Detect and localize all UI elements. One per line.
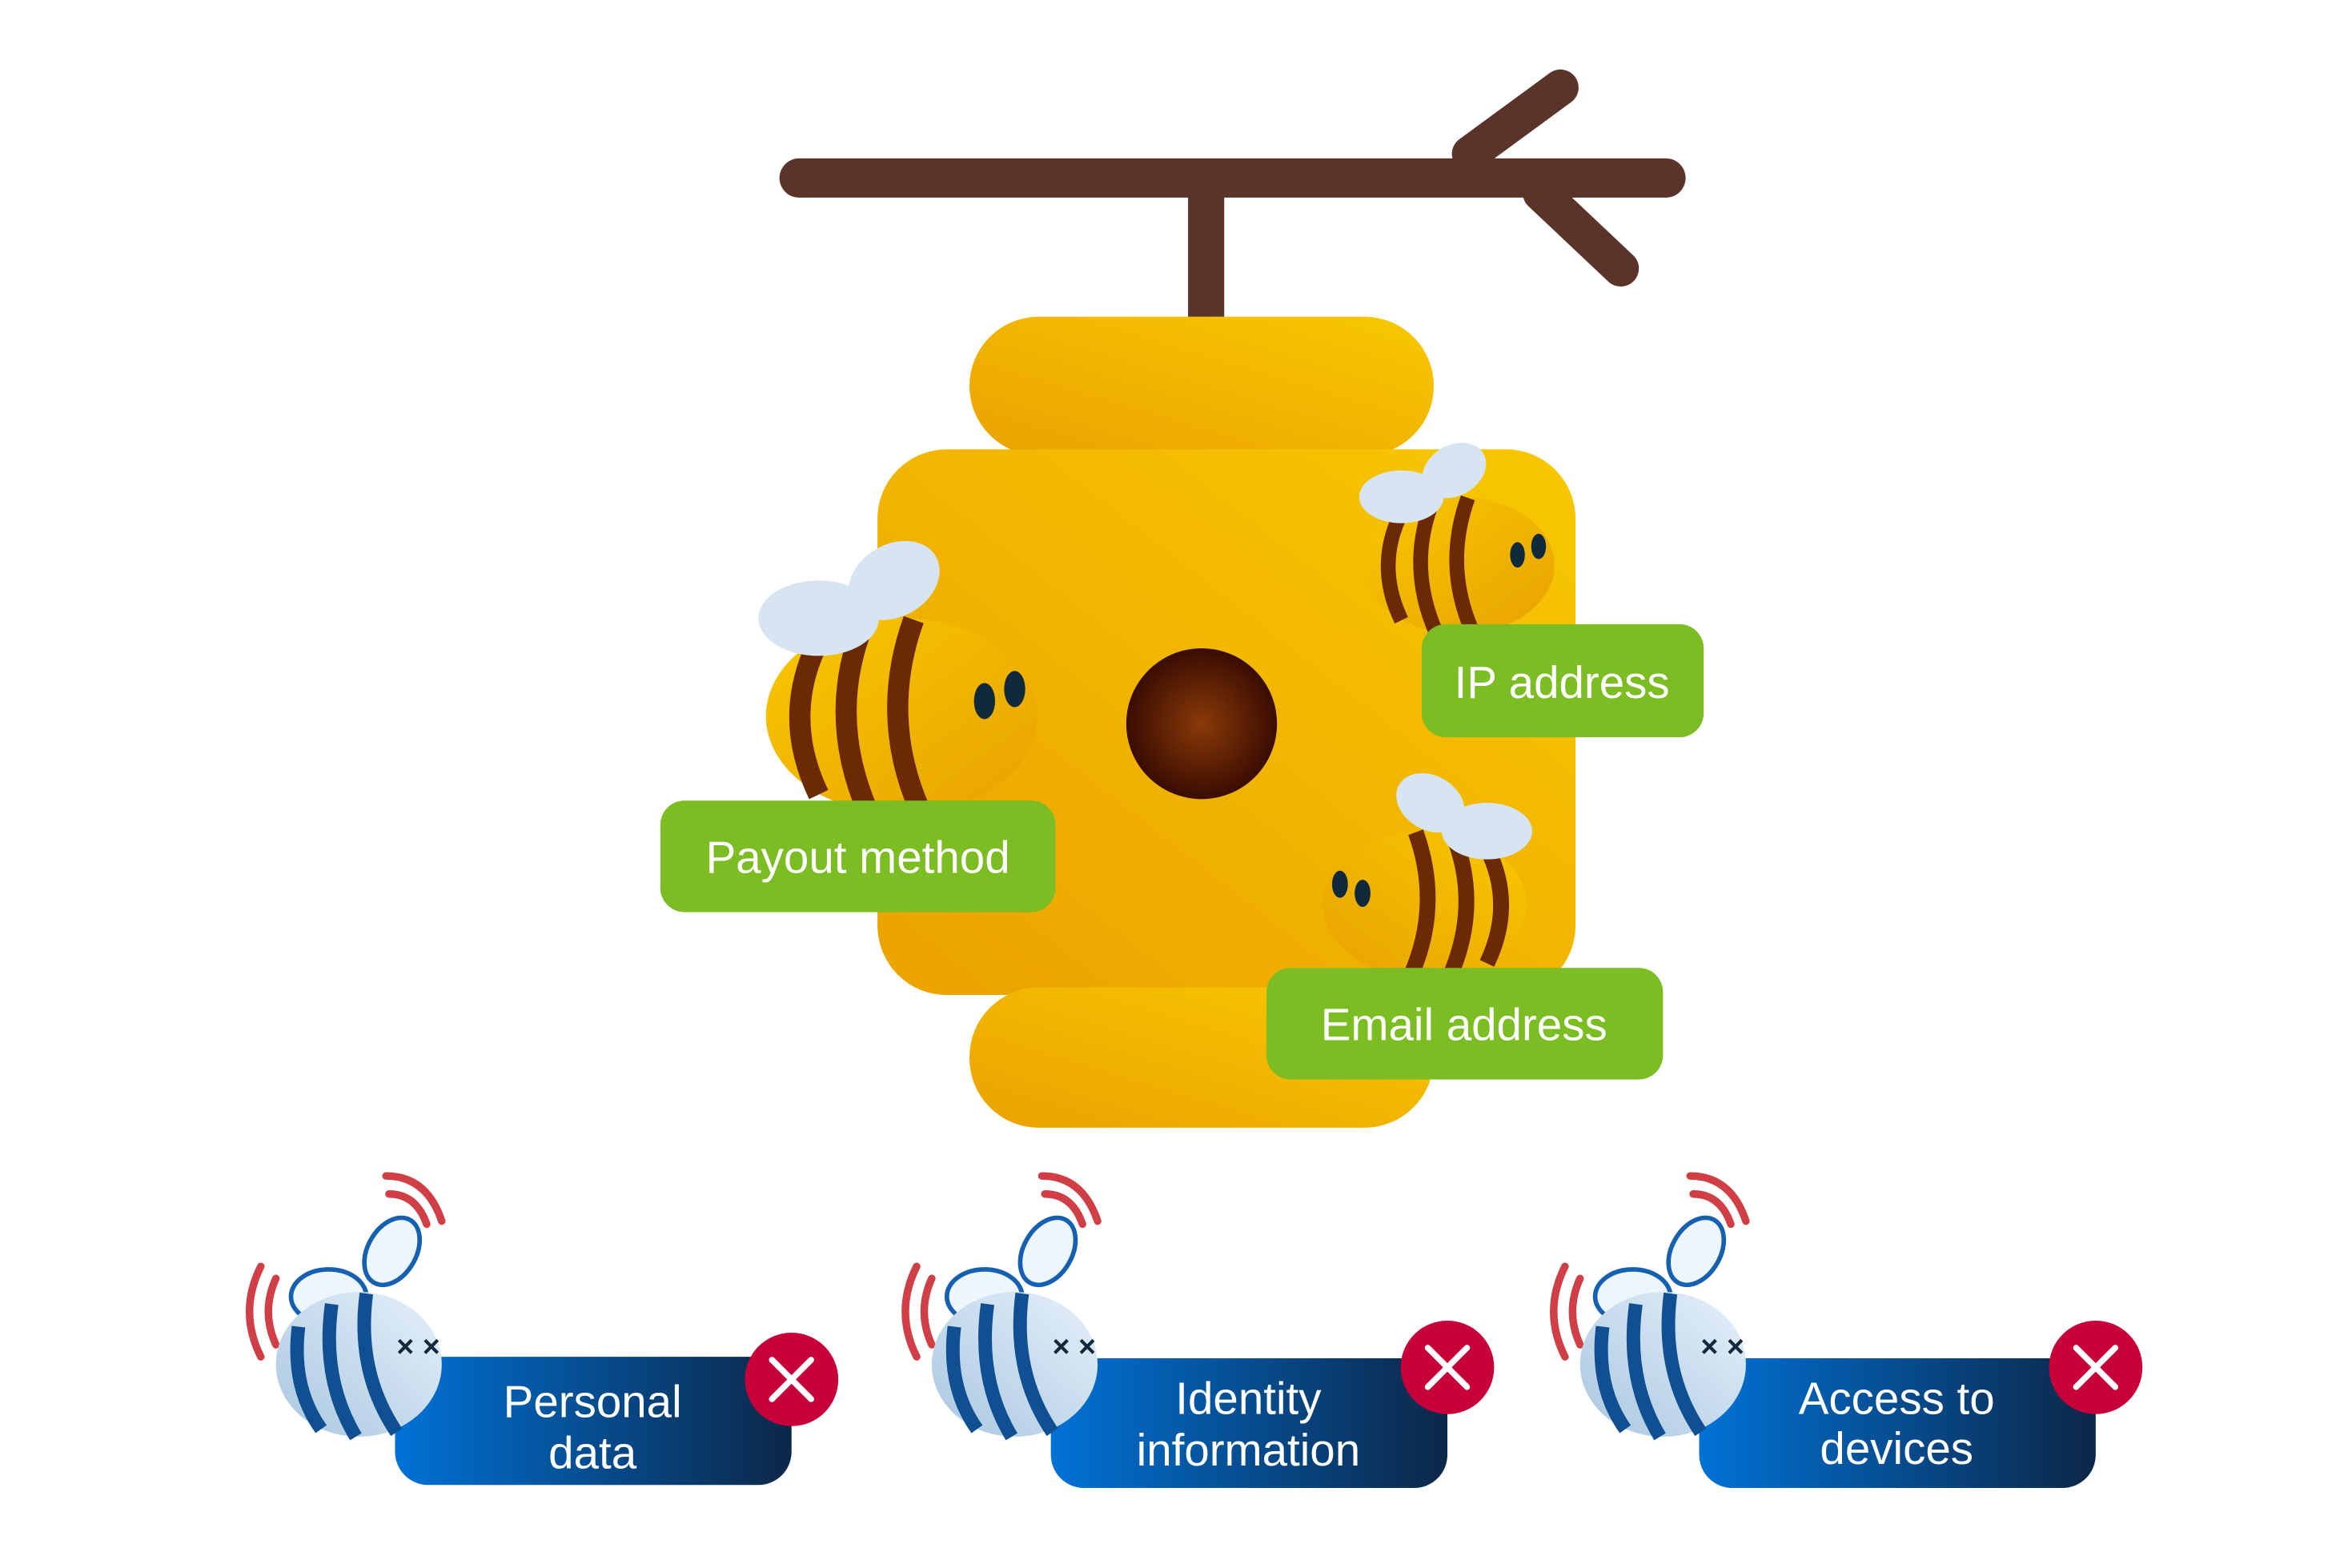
rejected-access-to-devices: Access to devices (1554, 1176, 2143, 1489)
label-text: Email address (1321, 1000, 1607, 1050)
close-icon (745, 1333, 839, 1426)
label-text: data (548, 1428, 637, 1478)
close-icon (1400, 1320, 1495, 1414)
branch (779, 69, 1686, 325)
label-text: IP address (1455, 657, 1670, 708)
label-text: Personal (504, 1377, 682, 1427)
label-text: Identity (1175, 1374, 1322, 1424)
label-email-address: Email address (1266, 968, 1664, 1080)
label-text: information (1137, 1425, 1360, 1475)
label-text: Access to (1799, 1374, 1995, 1424)
label-text: Payout method (706, 832, 1010, 883)
hive-entrance (1126, 648, 1278, 800)
rejected-personal-data: Personal data (250, 1176, 839, 1486)
rejected-identity-information: Identity information (905, 1176, 1495, 1489)
close-icon (2049, 1320, 2143, 1414)
label-payout-method: Payout method (660, 800, 1056, 912)
label-ip-address: IP address (1421, 624, 1704, 738)
label-text: devices (1820, 1423, 1973, 1474)
